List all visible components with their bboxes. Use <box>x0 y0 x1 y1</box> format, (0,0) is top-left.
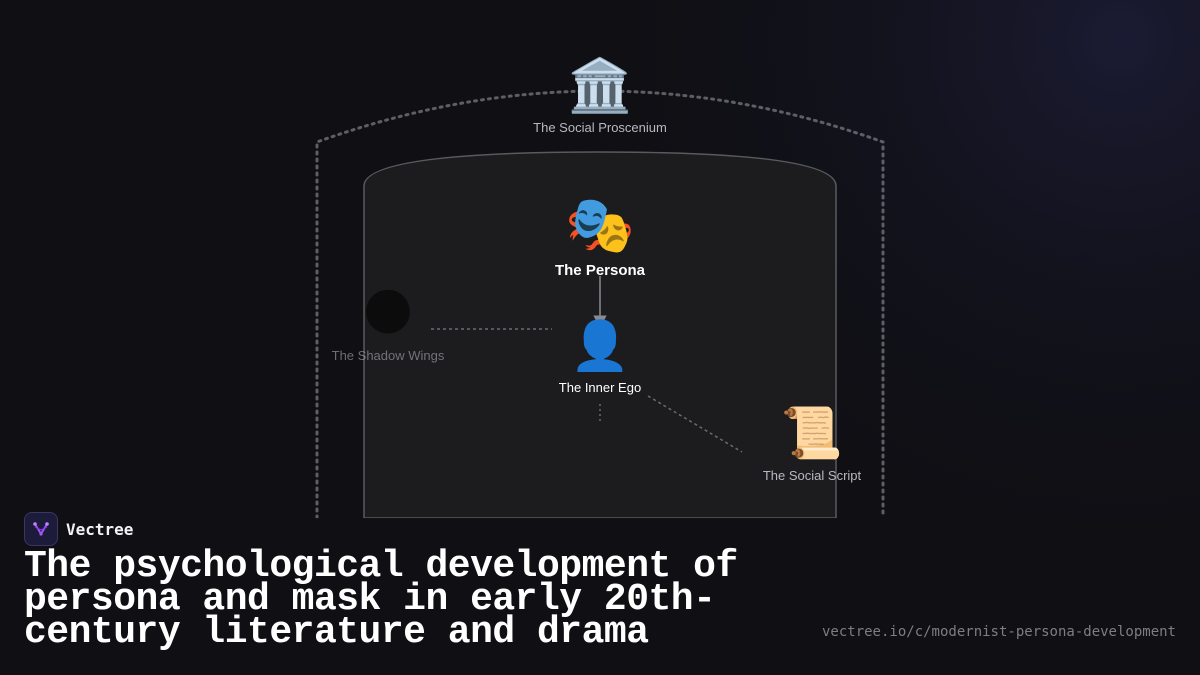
bust-silhouette-icon: 👤 <box>570 318 630 374</box>
classical-building-icon: 🏛️ <box>567 56 633 116</box>
vectree-logo-icon <box>24 512 58 546</box>
page-title: The psychological development of persona… <box>24 545 738 654</box>
new-moon-icon: 🌑 <box>361 284 415 342</box>
node-label: The Persona <box>554 262 646 279</box>
node-social-script: 📜 The Social Script <box>763 408 861 483</box>
node-label: The Inner Ego <box>558 380 642 395</box>
footer-band <box>0 518 1200 675</box>
proscenium-arch <box>315 89 885 520</box>
node-social-proscenium: 🏛️ The Social Proscenium <box>533 60 667 135</box>
node-label: The Social Proscenium <box>533 120 667 135</box>
node-label: The Shadow Wings <box>331 348 445 363</box>
scroll-icon: 📜 <box>780 404 844 462</box>
stage-panel <box>363 151 837 519</box>
brand-name: Vectree <box>66 519 134 539</box>
node-inner-ego: 👤 The Inner Ego <box>559 322 641 395</box>
node-label: The Social Script <box>762 468 862 483</box>
node-shadow-wings: 🌑 The Shadow Wings <box>332 288 445 363</box>
brand: Vectree <box>24 512 133 546</box>
edge-ego-script <box>647 395 743 453</box>
page-url: vectree.io/c/modernist-persona-developme… <box>821 624 1176 640</box>
performing-arts-masks-icon: 🎭 <box>565 193 635 258</box>
node-persona: 🎭 The Persona <box>554 193 646 280</box>
